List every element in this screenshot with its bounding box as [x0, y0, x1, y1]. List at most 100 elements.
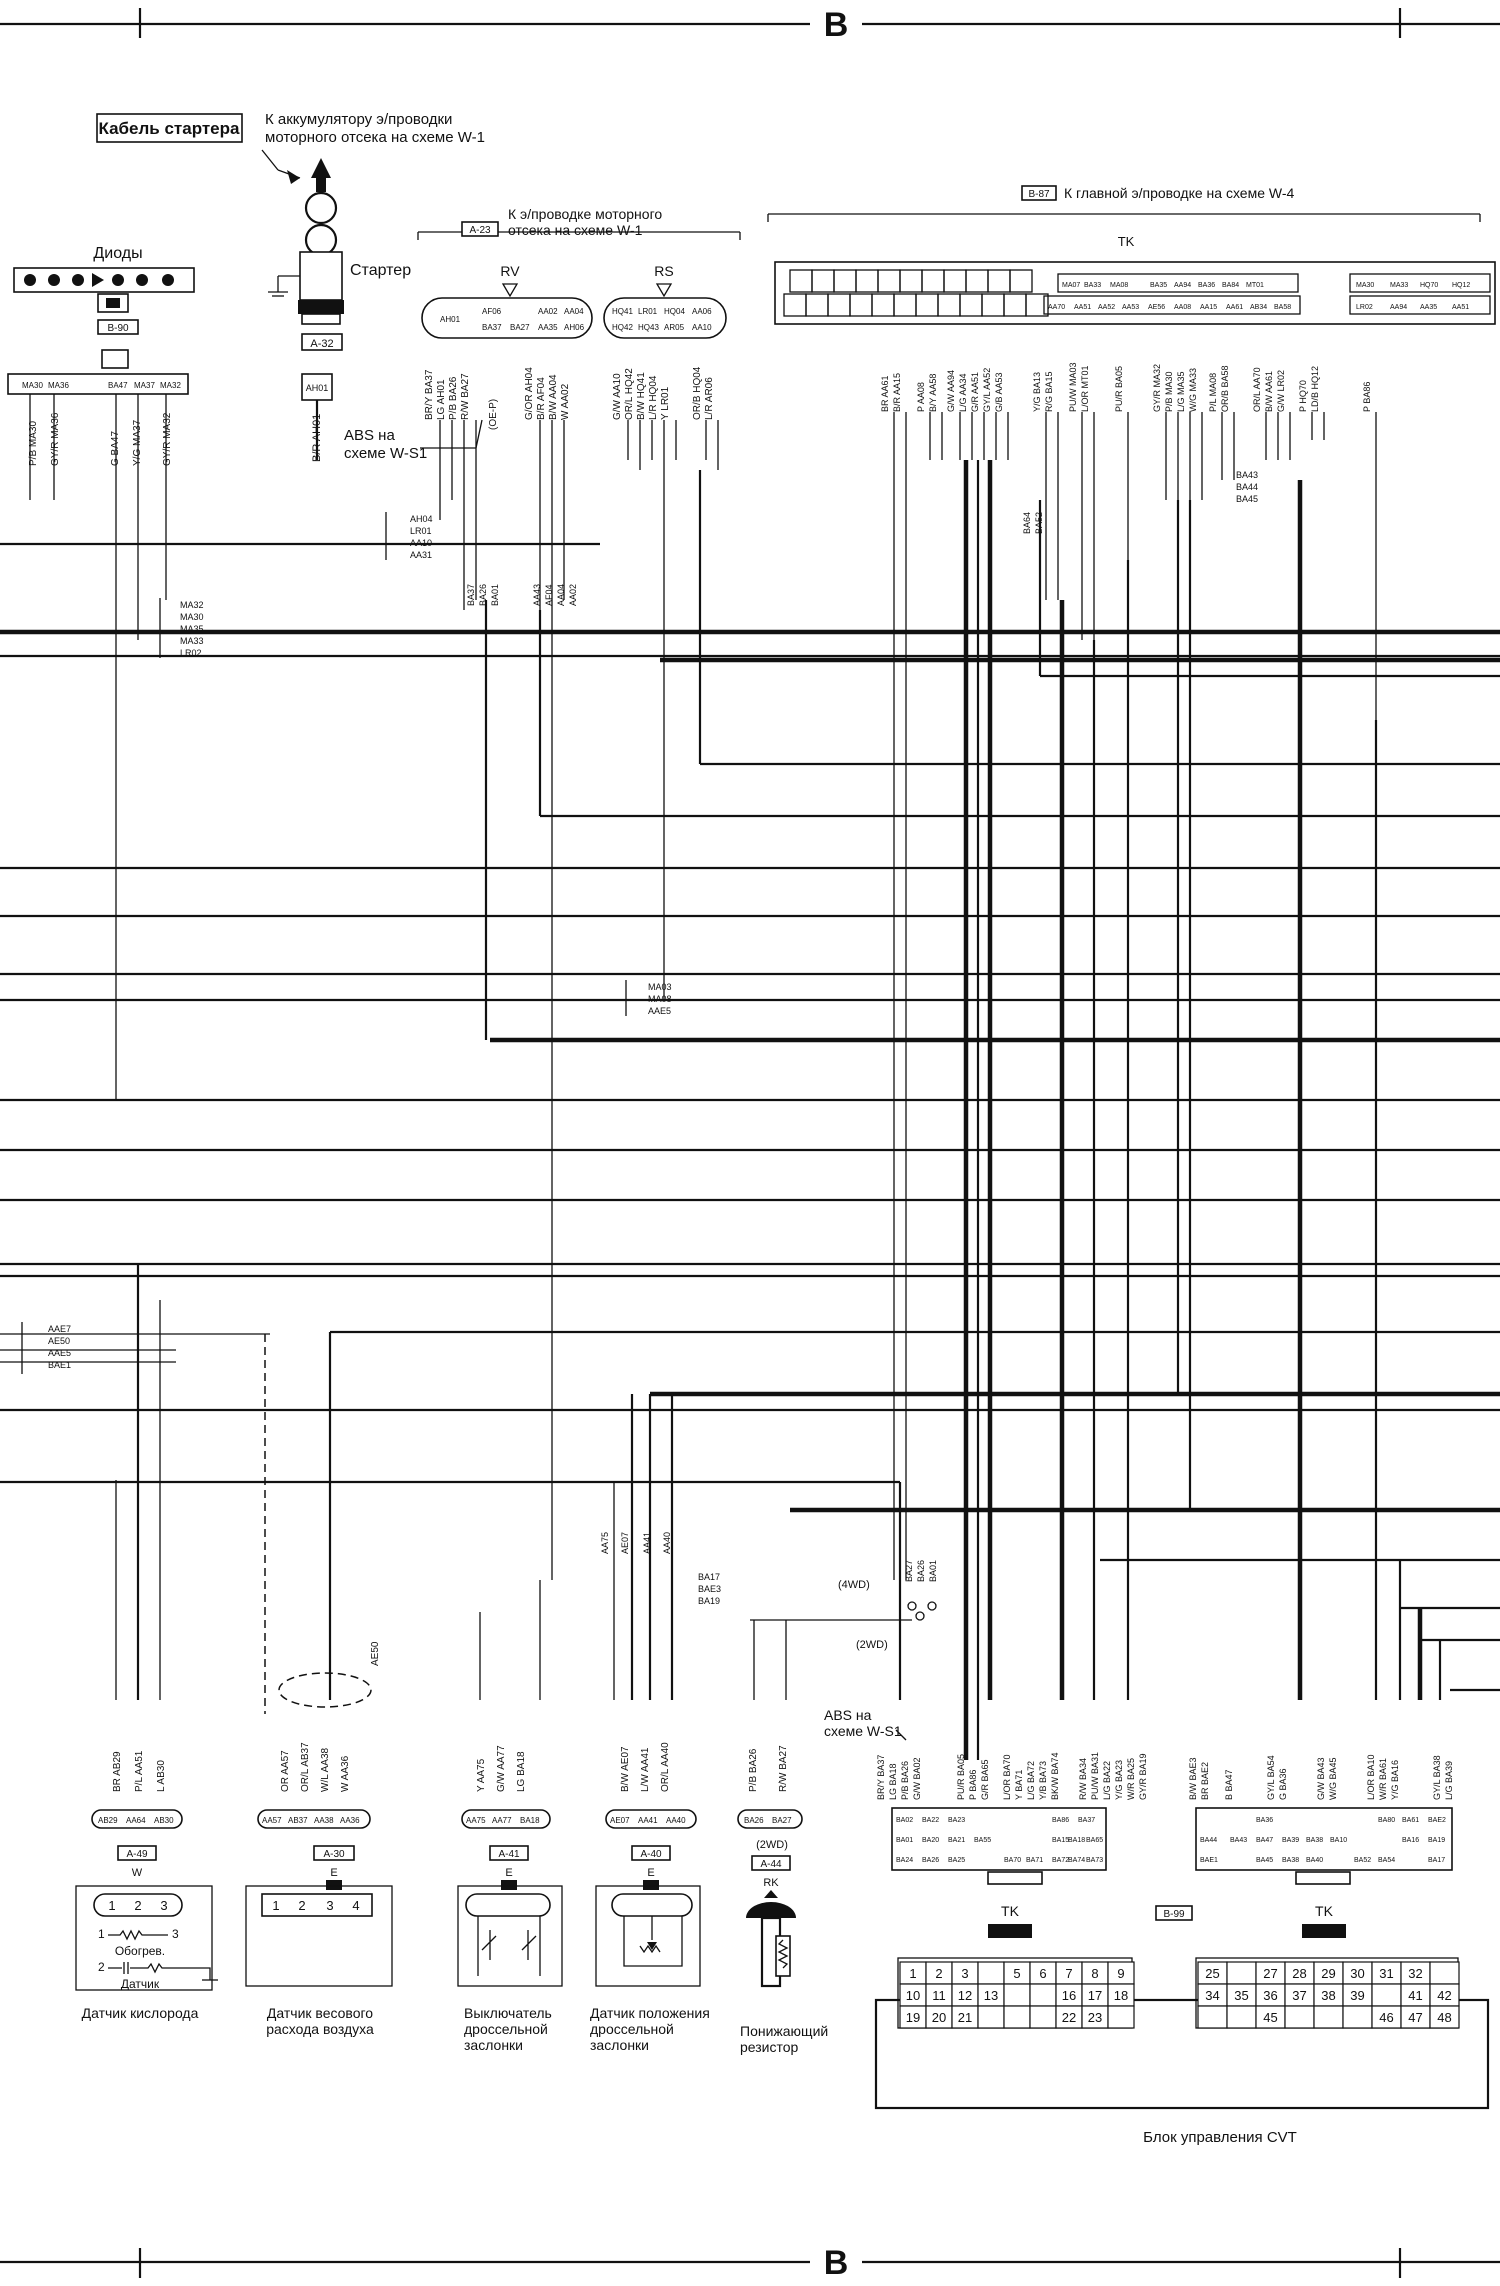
- cvt-left-pin: BA72: [1052, 1857, 1069, 1864]
- tps-switch-wire: G/W AA77: [496, 1745, 507, 1792]
- cvt-right-terminal-number: 30: [1350, 1966, 1364, 1981]
- tk-pin: AA94: [1390, 304, 1407, 311]
- cvt-right-terminal-number: 48: [1437, 2010, 1451, 2025]
- splice-label: MA33: [180, 636, 204, 646]
- cvt-left-pin: BA20: [922, 1837, 939, 1844]
- rs-pin: AA10: [692, 323, 712, 332]
- main-wire: OR/L AA70: [1252, 367, 1262, 412]
- tps-switch-pin: AA77: [492, 1816, 512, 1825]
- diodes-connector: B-90: [107, 323, 129, 334]
- maf-wire: OR/L AB37: [300, 1742, 311, 1792]
- cvt-left-wire: PU/W BA31: [1090, 1752, 1100, 1800]
- cvt-left-pin: BA37: [1078, 1817, 1095, 1824]
- splice-label: LR01: [410, 526, 432, 536]
- tps-pin: AA41: [638, 1816, 658, 1825]
- cvt-right-terminal-cell: [1226, 1961, 1257, 1985]
- maf-cell: 2: [298, 1898, 305, 1913]
- cvt-right-wire: GY/L BA54: [1266, 1755, 1276, 1800]
- cvt-right-pin: BA80: [1378, 1817, 1395, 1824]
- tps-pin: AA40: [666, 1816, 686, 1825]
- splice-label: BA26: [916, 1560, 926, 1582]
- rv-pin: AA02: [538, 307, 558, 316]
- rs-wire: Y LR01: [660, 386, 671, 420]
- tk-pin: MA07: [1062, 282, 1080, 289]
- main-wire: GY/R MA32: [1152, 364, 1162, 412]
- main-harness: B-87 К главной э/проводке на схеме W-4 T…: [767, 185, 1496, 1580]
- cvt-left-terminal-cell: [1003, 2005, 1031, 2029]
- maf-shield-pin: AE50: [370, 1641, 381, 1666]
- cvt-left-wire: G/W BA02: [912, 1757, 922, 1800]
- rs-wire: L/R HQ04: [648, 375, 659, 420]
- tk-pin: MA30: [1356, 282, 1374, 289]
- main-wire: B/R AA15: [892, 373, 902, 412]
- four-wd-label: (4WD): [838, 1579, 870, 1591]
- cvt-left-wire: P BA86: [968, 1770, 978, 1800]
- tk-pin: AE56: [1148, 304, 1165, 311]
- tk-pin: BA35: [1150, 282, 1167, 289]
- throttle-position-sensor: B/W AE07 L/W AA41 OR/L AA40 AE07 AA41 AA…: [590, 1742, 710, 2053]
- cvt-left-terminal-number: 10: [906, 1988, 920, 2003]
- rv-wire: W AA02: [560, 383, 571, 420]
- tk-pin: AA53: [1122, 304, 1139, 311]
- cvt-right-pin: BA47: [1256, 1837, 1273, 1844]
- rs-wire: OR/B HQ04: [692, 366, 703, 420]
- tps-switch-pin: AA75: [466, 1816, 486, 1825]
- cvt-left-pin: BA25: [948, 1857, 965, 1864]
- tps-wire: OR/L AA40: [660, 1742, 671, 1792]
- cvt-right-pin: BA54: [1378, 1857, 1395, 1864]
- rv-wire: G/OR AH04: [524, 367, 535, 420]
- abs-note-line2: схеме W-S1: [344, 445, 427, 462]
- splice-lower-left: AAE7 AE50 AAE5 BAE1: [21, 1322, 71, 1374]
- main-harness-tk: TK: [1118, 234, 1135, 249]
- cvt-left-terminal-number: 9: [1117, 1966, 1124, 1981]
- cvt-left-terminal-number: 12: [958, 1988, 972, 2003]
- main-wire: G/W LR02: [1276, 370, 1286, 412]
- starter-pin: AH01: [306, 383, 329, 393]
- rs-wire: OR/L HQ42: [624, 368, 635, 420]
- cvt-left-pin: BA15: [1052, 1837, 1069, 1844]
- cvt-right-terminal-number: 25: [1205, 1966, 1219, 1981]
- o2-heater-pin-left: 1: [98, 1927, 105, 1941]
- tps-label-line2: дроссельной: [590, 2021, 674, 2037]
- cvt-right-terminal-cell: [1429, 1961, 1460, 1985]
- cvt-right-terminal-number: 28: [1292, 1966, 1306, 1981]
- cvt-right-pin: BA38: [1306, 1837, 1323, 1844]
- splice-label: AE50: [48, 1336, 70, 1346]
- tk-pin: HQ12: [1452, 282, 1470, 289]
- cvt-left-wire: P/B BA26: [900, 1761, 910, 1800]
- tk-pin: LR02: [1356, 304, 1373, 311]
- rv-pin: BA37: [482, 323, 502, 332]
- splice-label: MA32: [180, 600, 204, 610]
- starter-block: Кабель стартера К аккумулятору э/проводк…: [96, 111, 485, 462]
- cvt-left-pin: BA74: [1068, 1857, 1085, 1864]
- cvt-left-pin: BA22: [922, 1817, 939, 1824]
- cvt-left-terminal-cell: [1029, 2005, 1057, 2029]
- cvt-left-terminal-number: 22: [1062, 2010, 1076, 2025]
- splice-label: MA30: [180, 612, 204, 622]
- tk-pin: AA51: [1074, 304, 1091, 311]
- dropping-resistor: P/B BA26 R/W BA27 BA26 BA27 (2WD) A-44 R…: [737, 1745, 828, 2055]
- o2-sensor-pin: 2: [98, 1960, 105, 1974]
- tk-pin: BA33: [1084, 282, 1101, 289]
- cvt-right-pin: BA19: [1428, 1837, 1445, 1844]
- cvt-left-terminal-number: 1: [909, 1966, 916, 1981]
- cvt-left-terminal-number: 18: [1114, 1988, 1128, 2003]
- main-wire: G/R AA51: [970, 372, 980, 412]
- maf-connector: A-30: [323, 1849, 345, 1860]
- tk-pin: MA08: [1110, 282, 1128, 289]
- bus-lines: [0, 542, 1500, 1692]
- o2-connector: A-49: [126, 1849, 148, 1860]
- cvt-right-wire: L/G BA39: [1444, 1761, 1454, 1800]
- tk-pin: AA51: [1452, 304, 1469, 311]
- cvt-right-terminal-number: 36: [1263, 1988, 1277, 2003]
- cvt-left-pin: BA71: [1026, 1857, 1043, 1864]
- main-wire: L/G AA34: [958, 373, 968, 412]
- cvt-left-wire: GY/R BA19: [1138, 1753, 1148, 1800]
- tk-pin: HQ70: [1420, 282, 1438, 289]
- cvt-left-pin: BA02: [896, 1817, 913, 1824]
- cvt-left-pin: BA86: [1052, 1817, 1069, 1824]
- cvt-left-terminal-number: 11: [932, 1988, 946, 2003]
- cvt-right-terminal-cell: [1429, 2005, 1460, 2029]
- cvt-left-pin: BA70: [1004, 1857, 1021, 1864]
- splice-label: BA26: [478, 584, 488, 606]
